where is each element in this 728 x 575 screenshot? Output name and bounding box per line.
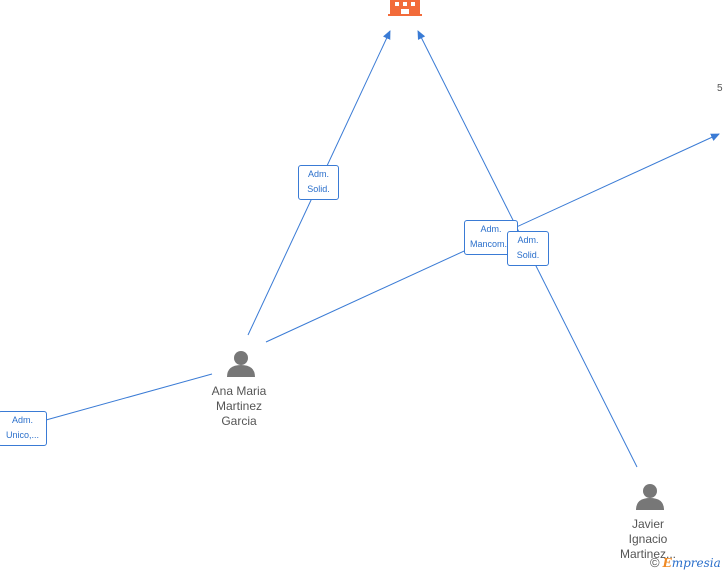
person-label-ana[interactable]: Ana Maria Martinez Garcia [194,384,284,429]
name-line: Ana Maria [211,384,267,398]
role-line: Mancom... [469,239,512,249]
role-line: Adm. [11,415,33,425]
copyright-symbol: © [650,555,660,570]
name-line: Ignacio [628,532,668,546]
role-line: Solid. [307,184,330,194]
edge-ana-to-left-company [45,373,213,421]
name-line: Martinez [215,399,262,413]
role-line: Adm. [480,224,502,234]
person-label-javier[interactable]: Javier Ignacio Martinez... [603,517,693,562]
brand-name: mpresia [671,555,721,570]
role-line: Adm. [517,235,539,245]
role-line: Solid. [516,250,540,260]
person-icon[interactable] [227,351,255,377]
footer-brand: © Empresia [650,555,721,570]
name-line: Garcia [221,414,257,428]
role-line: Adm. [307,169,329,179]
brand-logo[interactable]: Empresia [663,556,721,570]
edge-role-label[interactable]: Adm. Unico,... [0,411,47,446]
company-building-icon[interactable] [388,0,422,16]
brand-initial: E [662,555,672,570]
edge-role-label[interactable]: Adm. Solid. [298,165,339,200]
role-line: Unico,... [5,430,39,440]
name-line: Martinez... [619,547,676,561]
person-icon[interactable] [636,484,664,510]
offscreen-node-label: 5 [717,83,723,94]
edge-role-label[interactable]: Adm. Solid. [507,231,549,266]
name-line: Javier [631,517,664,531]
